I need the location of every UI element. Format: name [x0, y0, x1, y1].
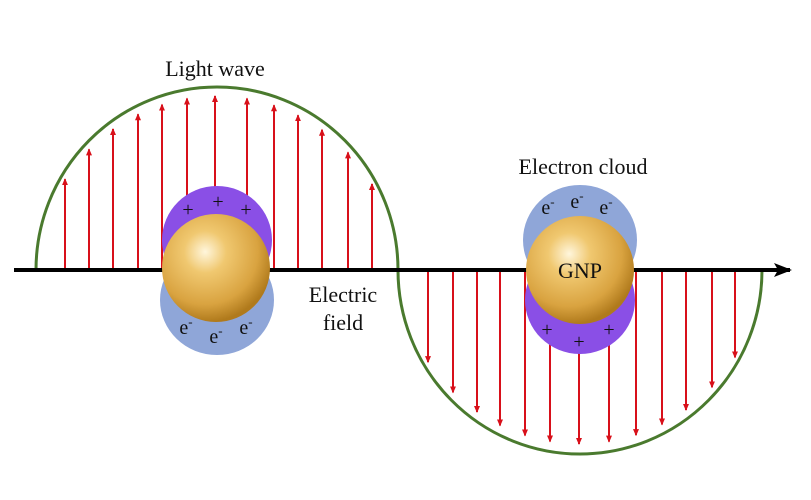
electron-symbol: e-: [179, 314, 192, 339]
electron-symbol: e-: [541, 194, 554, 219]
plus-sign: +: [240, 199, 251, 221]
plus-sign: +: [603, 319, 614, 341]
electron-cloud-label: Electron cloud: [519, 154, 648, 179]
electric-field-label-line2: field: [323, 310, 363, 335]
electron-symbol: e-: [209, 323, 222, 348]
plus-sign: +: [212, 191, 223, 213]
electron-symbol: e-: [599, 194, 612, 219]
plus-sign: +: [541, 319, 552, 341]
gold-particle-right: [526, 216, 634, 324]
plus-sign: +: [182, 199, 193, 221]
electric-field-label-line1: Electric: [309, 282, 378, 307]
plus-sign: +: [573, 331, 584, 353]
nanoparticle-right: e- e- e- + + + GNP: [523, 185, 637, 354]
gnp-label: GNP: [558, 258, 602, 283]
electron-symbol: e-: [239, 314, 252, 339]
light-wave-label: Light wave: [165, 56, 265, 81]
nanoparticle-left: + + + e- e- e-: [160, 186, 274, 355]
electron-symbol: e-: [570, 188, 583, 213]
gold-particle-left: [162, 214, 270, 322]
